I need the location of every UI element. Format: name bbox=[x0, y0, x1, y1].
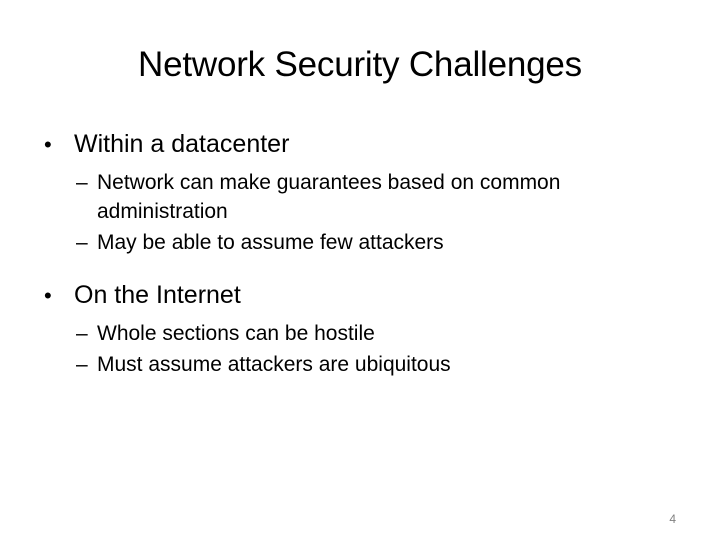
slide-body: • Within a datacenter – Network can make… bbox=[44, 128, 674, 379]
slide-number: 4 bbox=[669, 512, 676, 526]
bullet-level2-item: – Must assume attackers are ubiquitous bbox=[76, 350, 674, 379]
bullet-level2-item: – Whole sections can be hostile bbox=[76, 319, 674, 348]
bullet-group: • On the Internet – Whole sections can b… bbox=[44, 279, 674, 379]
bullet-level1-item: • Within a datacenter bbox=[44, 128, 674, 161]
sub-bullet-list: – Network can make guarantees based on c… bbox=[44, 168, 674, 257]
page-title: Network Security Challenges bbox=[138, 45, 582, 84]
bullet-dot-icon: • bbox=[44, 132, 52, 157]
bullet-level2-label: Must assume attackers are ubiquitous bbox=[97, 353, 451, 376]
bullet-dot-icon: • bbox=[44, 283, 52, 308]
bullet-level2-label: Network can make guarantees based on com… bbox=[97, 171, 561, 223]
sub-bullet-list: – Whole sections can be hostile – Must a… bbox=[44, 319, 674, 379]
bullet-level2-item: – May be able to assume few attackers bbox=[76, 228, 674, 257]
bullet-level2-label: Whole sections can be hostile bbox=[97, 322, 375, 345]
bullet-dash-icon: – bbox=[76, 322, 88, 345]
bullet-group: • Within a datacenter – Network can make… bbox=[44, 128, 674, 257]
bullet-level2-item: – Network can make guarantees based on c… bbox=[76, 168, 674, 226]
bullet-dash-icon: – bbox=[76, 353, 88, 376]
bullet-dash-icon: – bbox=[76, 231, 88, 254]
bullet-level1-label: Within a datacenter bbox=[74, 130, 290, 158]
bullet-level2-label: May be able to assume few attackers bbox=[97, 231, 444, 254]
bullet-dash-icon: – bbox=[76, 171, 88, 194]
bullet-level1-item: • On the Internet bbox=[44, 279, 674, 312]
bullet-level1-label: On the Internet bbox=[74, 281, 241, 309]
